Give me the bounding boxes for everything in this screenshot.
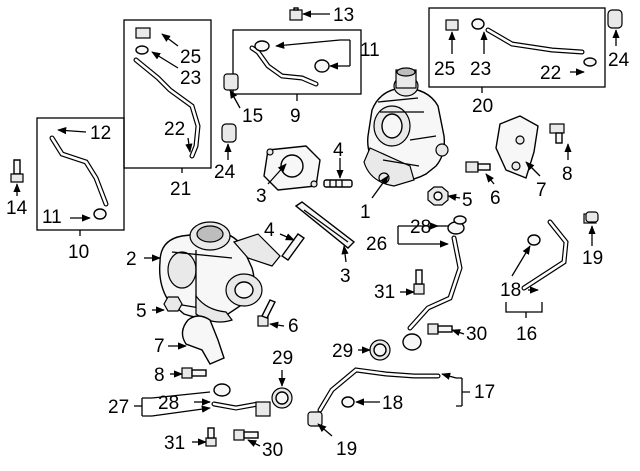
group-box-21 <box>123 19 212 169</box>
callout-1: 1 <box>360 202 371 223</box>
cap-24-left <box>221 123 237 143</box>
stud-4-lower <box>281 233 305 261</box>
bolt-8-upper <box>549 123 565 144</box>
callout-11-box10: 11 <box>42 207 62 228</box>
bolt-6-lower <box>257 299 276 327</box>
bolt-8-lower <box>181 367 207 379</box>
leader-lines <box>13 10 620 447</box>
callout-3-lower: 3 <box>340 266 351 287</box>
callout-29-right: 29 <box>332 341 353 362</box>
nut-5-upper <box>427 186 449 206</box>
oil-line-9 <box>249 40 330 87</box>
bolt-30-left <box>233 429 259 441</box>
callout-15: 15 <box>242 106 263 127</box>
callout-18-lower: 18 <box>382 393 403 414</box>
callout-31-right: 31 <box>374 282 395 303</box>
callout-30-left: 30 <box>262 440 283 461</box>
callout-25-left: 25 <box>180 47 201 68</box>
turbocharger-assembly-2 <box>158 221 281 323</box>
callout-23-right: 23 <box>470 59 491 80</box>
seal-29 <box>271 387 293 409</box>
callout-28-right: 28 <box>410 217 431 238</box>
bolt-14 <box>10 159 24 183</box>
callout-19-right: 19 <box>582 248 603 269</box>
gasket-3-lower <box>294 201 356 249</box>
group-box-20 <box>428 7 606 88</box>
callout-24-left: 24 <box>214 162 236 183</box>
callout-18-right: 18 <box>500 280 521 301</box>
callout-17: 17 <box>474 382 495 403</box>
callout-6-lower: 6 <box>288 316 299 337</box>
fitting-31-right <box>413 269 425 295</box>
fitting-15 <box>223 73 239 91</box>
bolt-6-upper <box>465 161 491 173</box>
callout-24-right: 24 <box>608 50 630 71</box>
callout-29-left: 29 <box>272 348 293 369</box>
callout-3-upper: 3 <box>256 186 267 207</box>
clip-19-right <box>585 211 599 223</box>
callout-31-left: 31 <box>164 433 185 454</box>
callout-13: 13 <box>333 5 354 26</box>
callout-20: 20 <box>472 96 493 117</box>
nut-5-lower <box>163 296 183 312</box>
callout-27: 27 <box>108 397 129 418</box>
callout-5-upper: 5 <box>462 190 473 211</box>
oil-line-10 <box>49 135 109 220</box>
clip-19-lower <box>307 411 323 427</box>
oil-line-20 <box>445 18 597 67</box>
callout-22-right: 22 <box>540 63 561 84</box>
callout-19-lower: 19 <box>336 439 357 460</box>
callout-6-upper: 6 <box>490 188 501 209</box>
callout-30-right: 30 <box>466 324 487 345</box>
gasket-3-upper <box>263 145 321 191</box>
cap-24-right <box>607 9 623 29</box>
callout-4-upper: 4 <box>333 140 344 161</box>
coolant-pipe-26 <box>402 215 467 351</box>
callout-14: 14 <box>6 198 28 219</box>
callout-2: 2 <box>126 249 137 270</box>
callout-labels: 13 25 23 11 9 15 22 24 21 12 14 11 10 3 … <box>6 5 630 461</box>
stud-4-upper <box>323 179 353 188</box>
turbocharger-assembly-1 <box>363 67 449 187</box>
callout-7-upper: 7 <box>536 180 547 201</box>
callout-9: 9 <box>290 106 301 127</box>
oil-line-21 <box>133 27 201 159</box>
callout-10: 10 <box>68 242 89 263</box>
callout-21: 21 <box>170 179 191 200</box>
pipe-7-lower <box>181 315 225 365</box>
coolant-pipe-17 <box>317 367 441 413</box>
callout-5-lower: 5 <box>136 301 147 322</box>
fitting-31-left <box>205 427 217 447</box>
callout-25-right: 25 <box>434 59 455 80</box>
bracket-7-upper <box>495 115 539 179</box>
seal-29-right <box>369 339 391 361</box>
callout-16: 16 <box>516 324 537 345</box>
bolt-13 <box>289 7 303 21</box>
callout-22-left: 22 <box>164 119 185 140</box>
callout-8-upper: 8 <box>562 164 573 185</box>
callout-23-left: 23 <box>180 68 201 89</box>
callout-11-top: 11 <box>360 40 380 61</box>
coolant-pipe-27 <box>211 383 271 417</box>
callout-12: 12 <box>90 123 111 144</box>
bolt-30-right <box>427 323 453 335</box>
callout-26: 26 <box>366 234 387 255</box>
callout-7-lower: 7 <box>154 336 165 357</box>
callout-28-left: 28 <box>158 393 179 414</box>
callout-8-lower: 8 <box>154 365 165 386</box>
callout-4-lower: 4 <box>264 220 275 241</box>
